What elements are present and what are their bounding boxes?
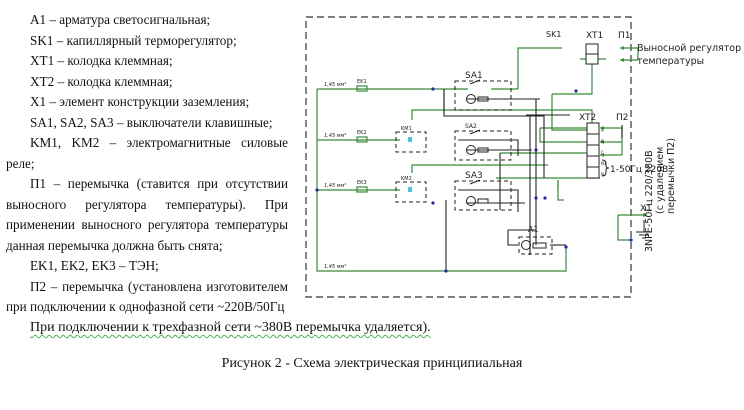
legend-item: SK1 – капиллярный терморегулятор;: [30, 32, 237, 48]
label-single-phase: 1-50Гц 220В: [610, 165, 668, 175]
label-ek3: EK3: [357, 180, 367, 186]
label-x1: X1: [640, 204, 652, 214]
connection-note: При подключении к трехфазной сети ~380В …: [30, 320, 431, 335]
label-ek1: EK1: [357, 79, 367, 85]
label-wire-4: 1,45 мм²: [324, 264, 346, 270]
label-p2: П2: [616, 113, 629, 123]
label-km1: KM1: [401, 126, 412, 132]
label-remote-1: Выносной регулятор: [637, 43, 741, 54]
a1-lamp-icon: [521, 240, 531, 250]
xt2-terminal-n: N: [601, 172, 604, 177]
label-remote-2: температуры: [637, 56, 704, 67]
sa3-lamp-icon: [466, 196, 476, 206]
ek3-heater: [356, 186, 368, 193]
label-km2: KM2: [401, 176, 412, 182]
xt2-block: [586, 122, 600, 135]
legend-item: П2 – перемычка (установлена изготовителе…: [6, 278, 288, 315]
enclosure-frame: [305, 16, 632, 298]
xt2-terminal-n1: N1: [601, 161, 607, 166]
junction-nodes: [315, 87, 633, 273]
electrical-schematic: SK1 XT1 П1 Выносной регулятор температур…: [305, 16, 741, 298]
component-legend-list: A1 – арматура светосигнальная; SK1 – капи…: [6, 10, 288, 318]
km1-box: [395, 131, 427, 153]
control-wires: [443, 89, 623, 271]
terminal-arrows: [600, 46, 648, 217]
label-wire-2: 1,45 мм²: [324, 133, 346, 139]
ground-icon: [636, 220, 652, 239]
xt2-terminal-c: C: [601, 150, 604, 155]
ek1-heater: [356, 85, 368, 92]
xt1-block: [585, 43, 599, 55]
single-phase-brace: [601, 159, 610, 177]
sa3-box: [454, 180, 512, 211]
label-ek2: EK2: [357, 130, 367, 136]
legend-item: SA1, SA2, SA3 – выключатели клавишные;: [30, 114, 273, 130]
label-xt1: XT1: [586, 31, 603, 41]
label-p1: П1: [618, 31, 631, 41]
figure-caption: Рисунок 2 - Схема электрическая принципи…: [221, 356, 523, 371]
xt2-terminal-b: B: [601, 139, 604, 144]
legend-item: KM1, KM2 – электромагнитные силовые реле…: [6, 135, 288, 171]
km2-box: [395, 181, 427, 203]
legend-item: EK1, EK2, EK3 – ТЭН;: [30, 258, 159, 273]
label-sa3: SA3: [465, 171, 483, 181]
legend-item: П1 – перемычка (ставится при отсутствии …: [6, 176, 288, 253]
ek2-heater: [356, 136, 368, 143]
a1-box: [518, 236, 553, 255]
sa2-box: [454, 130, 512, 161]
xt2-terminal-a: A: [601, 128, 604, 133]
label-sa2: SA2: [465, 123, 477, 130]
label-wire-1: 1,45 мм²: [324, 82, 346, 88]
label-xt2: XT2: [579, 113, 596, 123]
label-wire-3: 1,45 мм²: [324, 183, 346, 189]
label-three-phase-1: 3NPE-50Гц 220/380В: [644, 150, 655, 252]
label-three-phase-2: (с удалением: [655, 147, 666, 214]
legend-item: XT1 – колодка клеммная;: [30, 53, 173, 68]
legend-item: X1 – элемент конструкции заземления;: [30, 94, 250, 109]
sa1-box: [454, 80, 512, 111]
label-sk1: SK1: [546, 30, 561, 39]
sa2-lamp-icon: [466, 145, 476, 155]
label-three-phase-3: перемычки П2): [666, 138, 677, 214]
legend-item: A1 – арматура светосигнальная;: [30, 12, 211, 27]
label-sa1: SA1: [465, 71, 483, 81]
sa1-lamp-icon: [466, 94, 476, 104]
label-a1: A1: [528, 225, 539, 234]
legend-item: XT2 – колодка клеммная;: [30, 73, 173, 89]
